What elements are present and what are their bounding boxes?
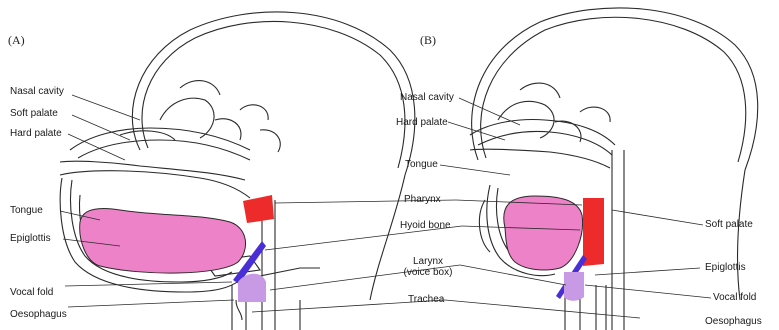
pharynx-a (243, 195, 274, 223)
panel-label-a: (A) (8, 33, 25, 48)
label-oesophagus-a: Oesophagus (10, 309, 67, 320)
label-larynx-title: Larynx (396, 256, 460, 267)
nasal-area-b (470, 120, 615, 168)
label-oesophagus-b: Oesophagus (705, 316, 762, 327)
panel-label-b: (B) (420, 33, 436, 48)
label-trachea: Trachea (408, 294, 444, 305)
label-larynx-sub: (voice box) (396, 267, 460, 278)
tongue-a (80, 209, 246, 274)
label-epiglottis-b: Epiglottis (705, 262, 746, 273)
nasal-area-a (60, 128, 250, 198)
label-tongue-a: Tongue (10, 205, 43, 216)
label-pharynx: Pharynx (404, 194, 441, 205)
label-soft-palate-a: Soft palate (10, 108, 58, 119)
larynx-b (564, 272, 584, 301)
label-larynx: Larynx (voice box) (396, 256, 460, 278)
brain-folds-a (160, 81, 280, 152)
tongue-b (504, 196, 583, 270)
label-hyoid-bone: Hyoid bone (400, 220, 451, 231)
label-hard-palate-b: Hard palate (396, 117, 448, 128)
label-soft-palate-b: Soft palate (705, 219, 753, 230)
label-tongue-b: Tongue (405, 159, 438, 170)
label-vocal-fold-b: Vocal fold (713, 292, 756, 303)
label-nasal-cavity-b: Nasal cavity (400, 92, 454, 103)
label-nasal-cavity-a: Nasal cavity (10, 86, 64, 97)
label-epiglottis-a: Epiglottis (10, 233, 51, 244)
pharynx-b (583, 198, 604, 266)
label-hard-palate-a: Hard palate (10, 128, 62, 139)
larynx-a (238, 274, 266, 302)
label-vocal-fold-a: Vocal fold (10, 287, 53, 298)
